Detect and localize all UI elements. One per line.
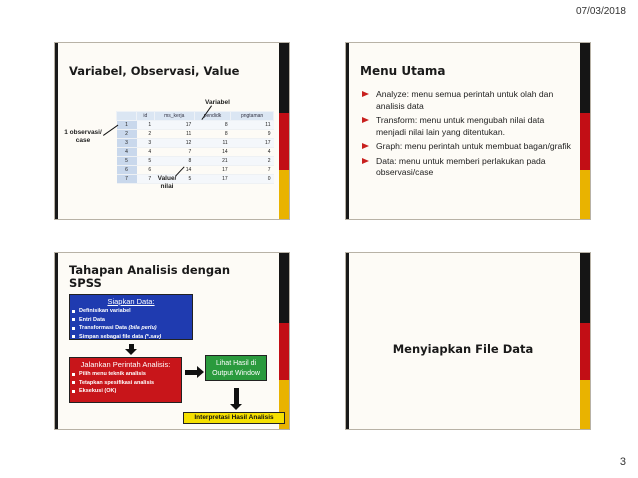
table-header-cell: pngtaman [230, 111, 274, 121]
list-item: Simpan sebagai file data (*.sav) [70, 333, 192, 342]
bullet-triangle-icon [362, 143, 369, 149]
list-item: Eksekusi (OK) [70, 387, 181, 396]
run-analysis-box: Jalankan Perintah Analisis: Pilih menu t… [69, 357, 182, 403]
prepare-data-heading: Siapkan Data: [107, 297, 155, 306]
run-analysis-heading: Jalankan Perintah Analisis: [80, 360, 171, 369]
bullet-triangle-icon [362, 117, 369, 123]
list-item: Pilih menu teknik analisis [70, 370, 181, 379]
list-item: Analyze: menu semua perintah untuk olah … [362, 89, 572, 112]
down-arrow-icon [230, 388, 242, 410]
list-item: Entri Data [70, 316, 192, 325]
slide-3: Tahapan Analisis dengan SPSS Siapkan Dat… [54, 252, 290, 430]
page-number: 3 [619, 456, 626, 468]
interpret-results-box: Interpretasi Hasil Analisis [183, 412, 285, 424]
slide-2: Menu Utama Analyze: menu semua perintah … [345, 42, 591, 220]
slide-4: Menyiapkan File Data [345, 252, 591, 430]
slide-side-stripe [580, 43, 590, 219]
slide-4-title: Menyiapkan File Data [392, 342, 534, 356]
observation-label: 1 observasi/ case [64, 129, 102, 144]
list-item: Transformasi Data (bila perlu) [70, 324, 192, 333]
value-label: Value/ nilai [157, 175, 177, 190]
bullet-triangle-icon [362, 91, 369, 97]
variabel-label: Variabel [205, 99, 230, 106]
down-arrow-icon [125, 344, 137, 355]
bullet-triangle-icon [362, 157, 369, 164]
list-item: Data: menu untuk memberi perlakukan pada… [362, 156, 572, 179]
slide-side-stripe [279, 253, 289, 429]
list-item: Definisikan variabel [70, 307, 192, 316]
prepare-data-box: Siapkan Data: Definisikan variabel Entri… [69, 294, 193, 340]
slide-3-title: Tahapan Analisis dengan SPSS [69, 263, 231, 290]
table-header-cell: pendidk [193, 111, 232, 121]
slide-1-title: Variabel, Observasi, Value [69, 64, 240, 78]
date-label: 07/03/2018 [575, 6, 626, 17]
list-item: Transform: menu untuk mengubah nilai dat… [362, 115, 572, 138]
table-header-cell: ms_kerja [153, 111, 195, 121]
table-header-cell: id [136, 111, 155, 121]
slide-side-stripe [279, 43, 289, 219]
slide-2-title: Menu Utama [360, 64, 446, 78]
table-header-cell [116, 111, 137, 121]
list-item: Graph: menu perintah untuk membuat bagan… [362, 141, 572, 153]
list-item: Tetapkan spesifikasi analisis [70, 379, 181, 388]
output-window-box: Lihat Hasil di Output Window [205, 355, 267, 381]
slide-1: Variabel, Observasi, Value id ms_kerja p… [54, 42, 290, 220]
slide-side-stripe [580, 253, 590, 429]
menu-bullet-list: Analyze: menu semua perintah untuk olah … [362, 89, 572, 182]
